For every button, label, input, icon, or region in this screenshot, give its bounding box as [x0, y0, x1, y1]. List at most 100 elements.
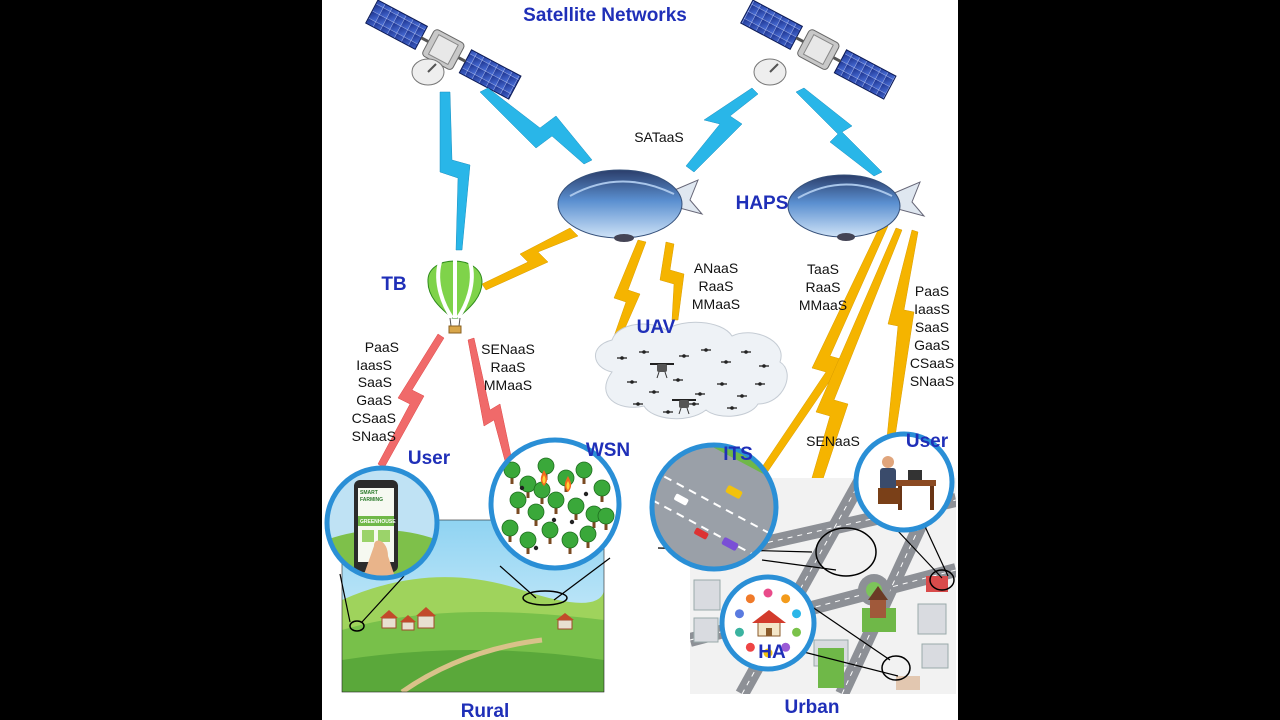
wsn-circle [488, 437, 622, 571]
service-item: PaaS [915, 283, 949, 299]
service-item: SaaS [358, 374, 392, 390]
forest [501, 457, 615, 554]
satellite-right-icon [740, 0, 897, 100]
drone-swarm [617, 348, 769, 415]
drone-icon [755, 382, 765, 386]
smart-home-icons [734, 588, 802, 658]
services-haps-uav: ANaaS RaaS MMaaS [692, 260, 740, 312]
label-ha: HA [758, 642, 786, 663]
tree-icon [597, 507, 615, 530]
drone-icon [633, 402, 643, 406]
service-item: ANaaS [694, 260, 738, 276]
service-item: SNaaS [910, 373, 954, 389]
callout-target-wsn [522, 590, 568, 606]
services-tb-wsn: SENaaS RaaS MMaaS [481, 341, 535, 393]
drone-icon [673, 378, 683, 382]
tree-icon [501, 519, 519, 542]
link-haps-uav-b [659, 241, 685, 321]
drone-icon [617, 356, 627, 360]
label-senaas-urban: SENaaS [806, 433, 860, 449]
link-sat-haps-right [795, 87, 883, 177]
drone-icon [717, 382, 727, 386]
service-item: MMaaS [692, 296, 740, 312]
tree-icon [567, 497, 585, 520]
ha-circle [719, 574, 817, 672]
label-haps: HAPS [736, 193, 789, 214]
drone-icon [663, 410, 673, 414]
phone-text-2: FARMING [360, 497, 383, 503]
label-user-rural: User [408, 448, 451, 469]
services-haps-user: PaaS IaasS SaaS GaaS CSaaS SNaaS [910, 283, 954, 389]
smart-device-icon [745, 642, 755, 652]
diagram-title: Satellite Networks [523, 5, 687, 26]
service-item: SaaS [915, 319, 949, 335]
sensor-node [551, 517, 557, 523]
label-tb: TB [381, 274, 406, 295]
label-uav: UAV [637, 317, 676, 338]
tree-icon [561, 531, 579, 554]
callout-target-its [815, 527, 877, 577]
service-item: MMaaS [799, 297, 847, 313]
tree-icon [593, 479, 611, 502]
service-item: RaaS [805, 279, 840, 295]
tree-icon [509, 491, 527, 514]
smart-device-icon [781, 642, 791, 652]
church-icon [868, 586, 888, 618]
drone-icon [737, 394, 747, 398]
tree-icon [519, 531, 537, 554]
phone-text-3: GREENHOUSE [360, 519, 396, 525]
service-item: CSaaS [352, 410, 396, 426]
drone-icon [759, 364, 769, 368]
sensor-node [519, 485, 525, 491]
callout-target-ha [881, 655, 911, 681]
tree-icon [541, 521, 559, 544]
smart-device-icon [763, 648, 773, 658]
rural-user-circle: SMART FARMING GREENHOUSE [324, 465, 440, 581]
callout-target-urban-user [929, 569, 955, 591]
drone-icon [695, 392, 705, 396]
sensor-node [569, 519, 575, 525]
smart-device-icon [734, 627, 744, 637]
callout-target-rural-user [349, 620, 365, 632]
smart-device-icon [792, 627, 802, 637]
service-item: RaaS [490, 359, 525, 375]
label-its: ITS [723, 444, 753, 465]
fire-icon [540, 470, 548, 486]
service-item: TaaS [807, 261, 839, 277]
drone-icon [650, 363, 674, 379]
services-tb-user: PaaS IaasS SaaS GaaS CSaaS SNaaS [352, 339, 399, 444]
label-wsn: WSN [586, 440, 630, 461]
service-item: IaasS [356, 357, 392, 373]
label-user-urban: User [906, 431, 949, 452]
tree-icon [575, 461, 593, 484]
service-item: GaaS [914, 337, 950, 353]
label-sataas: SATaaS [634, 129, 684, 145]
smart-device-icon [745, 594, 755, 604]
service-item: PaaS [365, 339, 399, 355]
drone-icon [639, 350, 649, 354]
desk-user-icon [878, 456, 936, 510]
services-haps-its: TaaS RaaS MMaaS [799, 261, 847, 313]
smart-device-icon [763, 588, 773, 598]
tree-icon [547, 491, 565, 514]
network-diagram: SMART FARMING GREENHOUSE [324, 0, 956, 720]
service-item: IaasS [914, 301, 950, 317]
service-item: RaaS [698, 278, 733, 294]
airship-right-icon [787, 174, 926, 241]
link-sat-tb [439, 91, 471, 251]
label-rural: Rural [461, 701, 510, 720]
drone-icon [672, 399, 696, 415]
tree-icon [527, 503, 545, 526]
label-urban: Urban [785, 697, 840, 718]
its-circle [649, 442, 779, 572]
link-haps-tb [481, 227, 579, 291]
smart-device-icon [792, 609, 802, 619]
sensor-node [533, 545, 539, 551]
drone-icon [689, 402, 699, 406]
urban-user-circle [853, 431, 955, 533]
tree-icon [579, 525, 597, 548]
link-haps-sat-right [685, 87, 759, 173]
house-icon [752, 610, 786, 637]
link-sat-haps-left [479, 87, 593, 165]
drone-icon [679, 354, 689, 358]
